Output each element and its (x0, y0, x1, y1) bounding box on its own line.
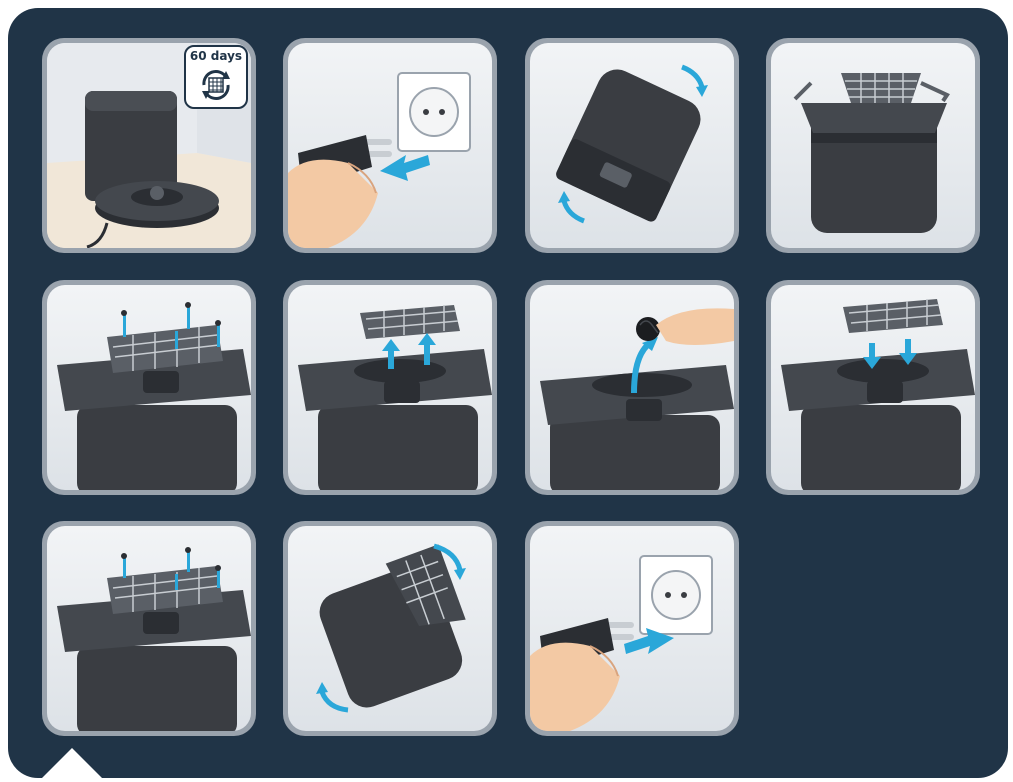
plug-in-illustration (530, 526, 734, 731)
step-11-card (525, 521, 739, 736)
station-top-filter-illustration (771, 43, 975, 248)
step-3-card (525, 38, 739, 253)
sixty-days-badge: 60 days (184, 45, 248, 109)
tip-station-illustration (530, 43, 734, 248)
step-10-card (283, 521, 497, 736)
step-5-card (42, 280, 256, 495)
reinstall-screws-illustration (47, 526, 251, 731)
reinsert-filter-illustration (771, 285, 975, 490)
panel-notch (38, 748, 106, 782)
unplug-illustration (288, 43, 492, 248)
step-8-card (766, 280, 980, 495)
remove-debris-illustration (530, 285, 734, 490)
step-1-card: 60 days (42, 38, 256, 253)
remove-screws-illustration (47, 285, 251, 490)
step-2-card (283, 38, 497, 253)
step-9-card (42, 521, 256, 736)
step-6-card (283, 280, 497, 495)
tip-back-illustration (288, 526, 492, 731)
step-4-card (766, 38, 980, 253)
lift-filter-illustration (288, 285, 492, 490)
filter-cycle-icon (196, 65, 236, 105)
badge-label: 60 days (186, 49, 246, 63)
step-7-card (525, 280, 739, 495)
